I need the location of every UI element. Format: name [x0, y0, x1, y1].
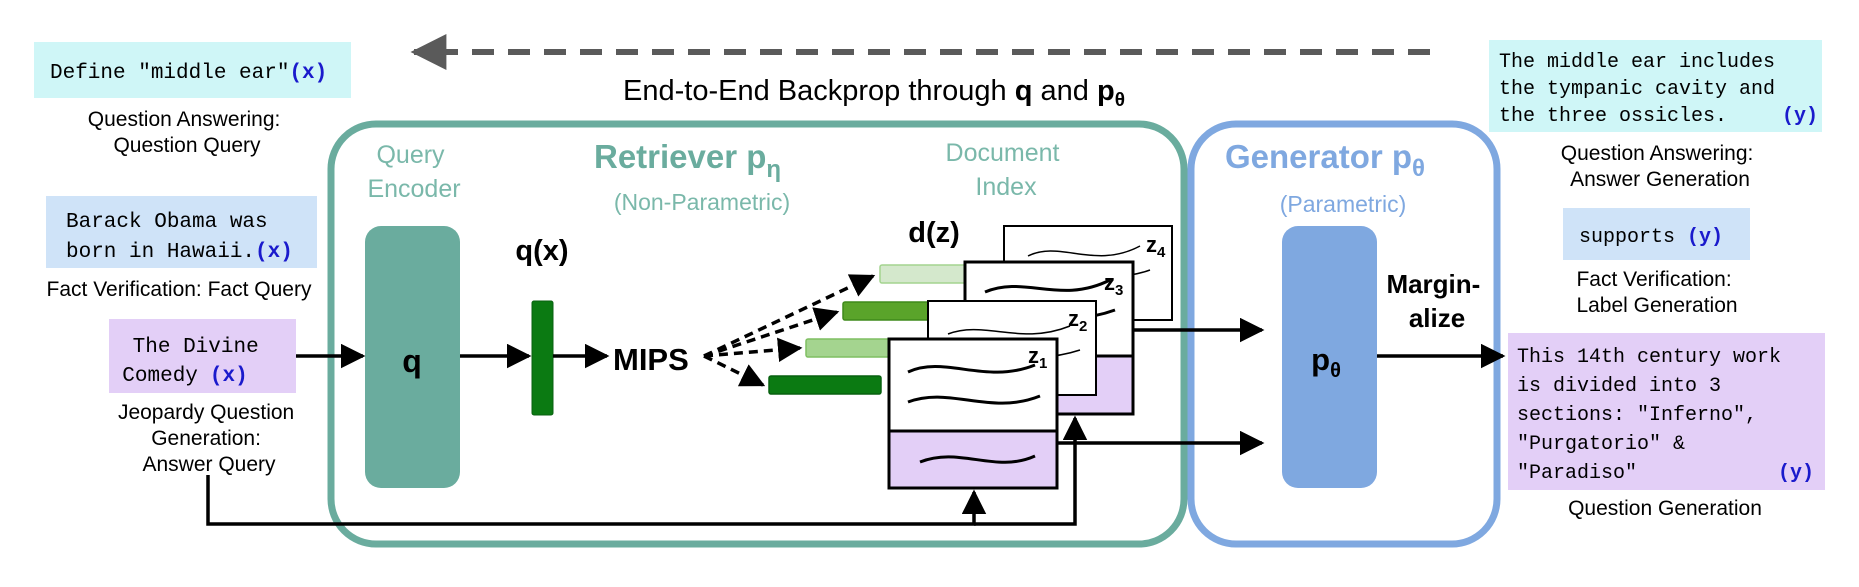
connectors	[206, 274, 1506, 526]
retriever-container	[327, 120, 1188, 548]
svg-text:Jeopardy Question Genera: Jeopardy Question Generation: Answer Que…	[118, 401, 300, 476]
document-1: z1	[887, 337, 1059, 490]
svg-text:Question Answering: Answ: Question Answering: Answer Generation	[1561, 142, 1759, 191]
doc-3-label: z3	[1104, 270, 1123, 299]
dz-label: d(z)	[908, 217, 960, 249]
svg-text:Barack Obama was born in: Barack Obama was born in Hawaii.(x)	[66, 211, 293, 264]
qx-label: q(x)	[515, 235, 568, 267]
doc-2-label: z2	[1068, 306, 1087, 335]
doc-vector-bar-2	[805, 338, 895, 358]
svg-text:Define "middle ear"(x): Define "middle ear"(x)	[50, 62, 327, 85]
document-index-label: Document Index	[946, 139, 1067, 201]
generator-symbol: pθ	[1311, 342, 1341, 382]
svg-text:supports(y): supports(y)	[1579, 226, 1723, 249]
doc-vector-bar-3	[842, 301, 932, 321]
doc-vector-bar-4	[879, 264, 969, 284]
input-fact-verification: Barack Obama was born in Hawaii.(x) Fact…	[46, 196, 317, 301]
svg-text:Fact Verification: Fact Query: Fact Verification: Fact Query	[47, 278, 312, 301]
svg-text:The Divine Comedy(x): The Divine Comedy(x)	[122, 336, 271, 388]
query-encoder-block	[365, 226, 460, 488]
svg-text:Question Generation: Question Generation	[1568, 497, 1762, 520]
mips-label: MIPS	[613, 342, 689, 377]
retriever-title: Retriever pη	[594, 138, 781, 183]
svg-text:(y): (y)	[1782, 105, 1818, 128]
query-vector-bar	[531, 300, 554, 416]
doc-1-label: z1	[1028, 343, 1047, 372]
output-question-generation: This 14th century work is divided into 3…	[1508, 333, 1825, 520]
svg-text:(y): (y)	[1778, 462, 1814, 485]
generator-container	[1187, 120, 1501, 548]
svg-text:Fact Verification: Label: Fact Verification: Label Generation	[1576, 268, 1737, 317]
doc-vector-bar-1	[768, 375, 882, 395]
generator-subtitle: (Parametric)	[1280, 191, 1407, 217]
output-question-answering: The middle ear includes the tympanic cav…	[1489, 40, 1822, 191]
retriever-subtitle: (Non-Parametric)	[614, 189, 790, 215]
marginalize-label: Margin- alize	[1386, 269, 1487, 333]
input-question-answering: Define "middle ear"(x) Question Answerin…	[34, 42, 351, 157]
generator-title: Generator pθ	[1225, 138, 1425, 182]
output-fact-verification: supports(y) Fact Verification: Label Gen…	[1563, 208, 1750, 317]
svg-text:This 14th century work i: This 14th century work is divided into 3…	[1517, 346, 1793, 485]
query-encoder-label: Query Encoder	[367, 141, 460, 203]
generator-block	[1282, 226, 1377, 488]
query-encoder-symbol: q	[402, 343, 422, 379]
svg-text:Question Answering: Ques: Question Answering: Question Query	[88, 108, 286, 157]
input-jeopardy: The Divine Comedy(x) Jeopardy Question G…	[109, 319, 300, 476]
doc-4-label: z4	[1146, 232, 1166, 261]
backprop-title: End-to-End Backprop through q and pθ	[623, 75, 1125, 111]
svg-text:The middle ear includes: The middle ear includes the tympanic cav…	[1499, 51, 1787, 128]
